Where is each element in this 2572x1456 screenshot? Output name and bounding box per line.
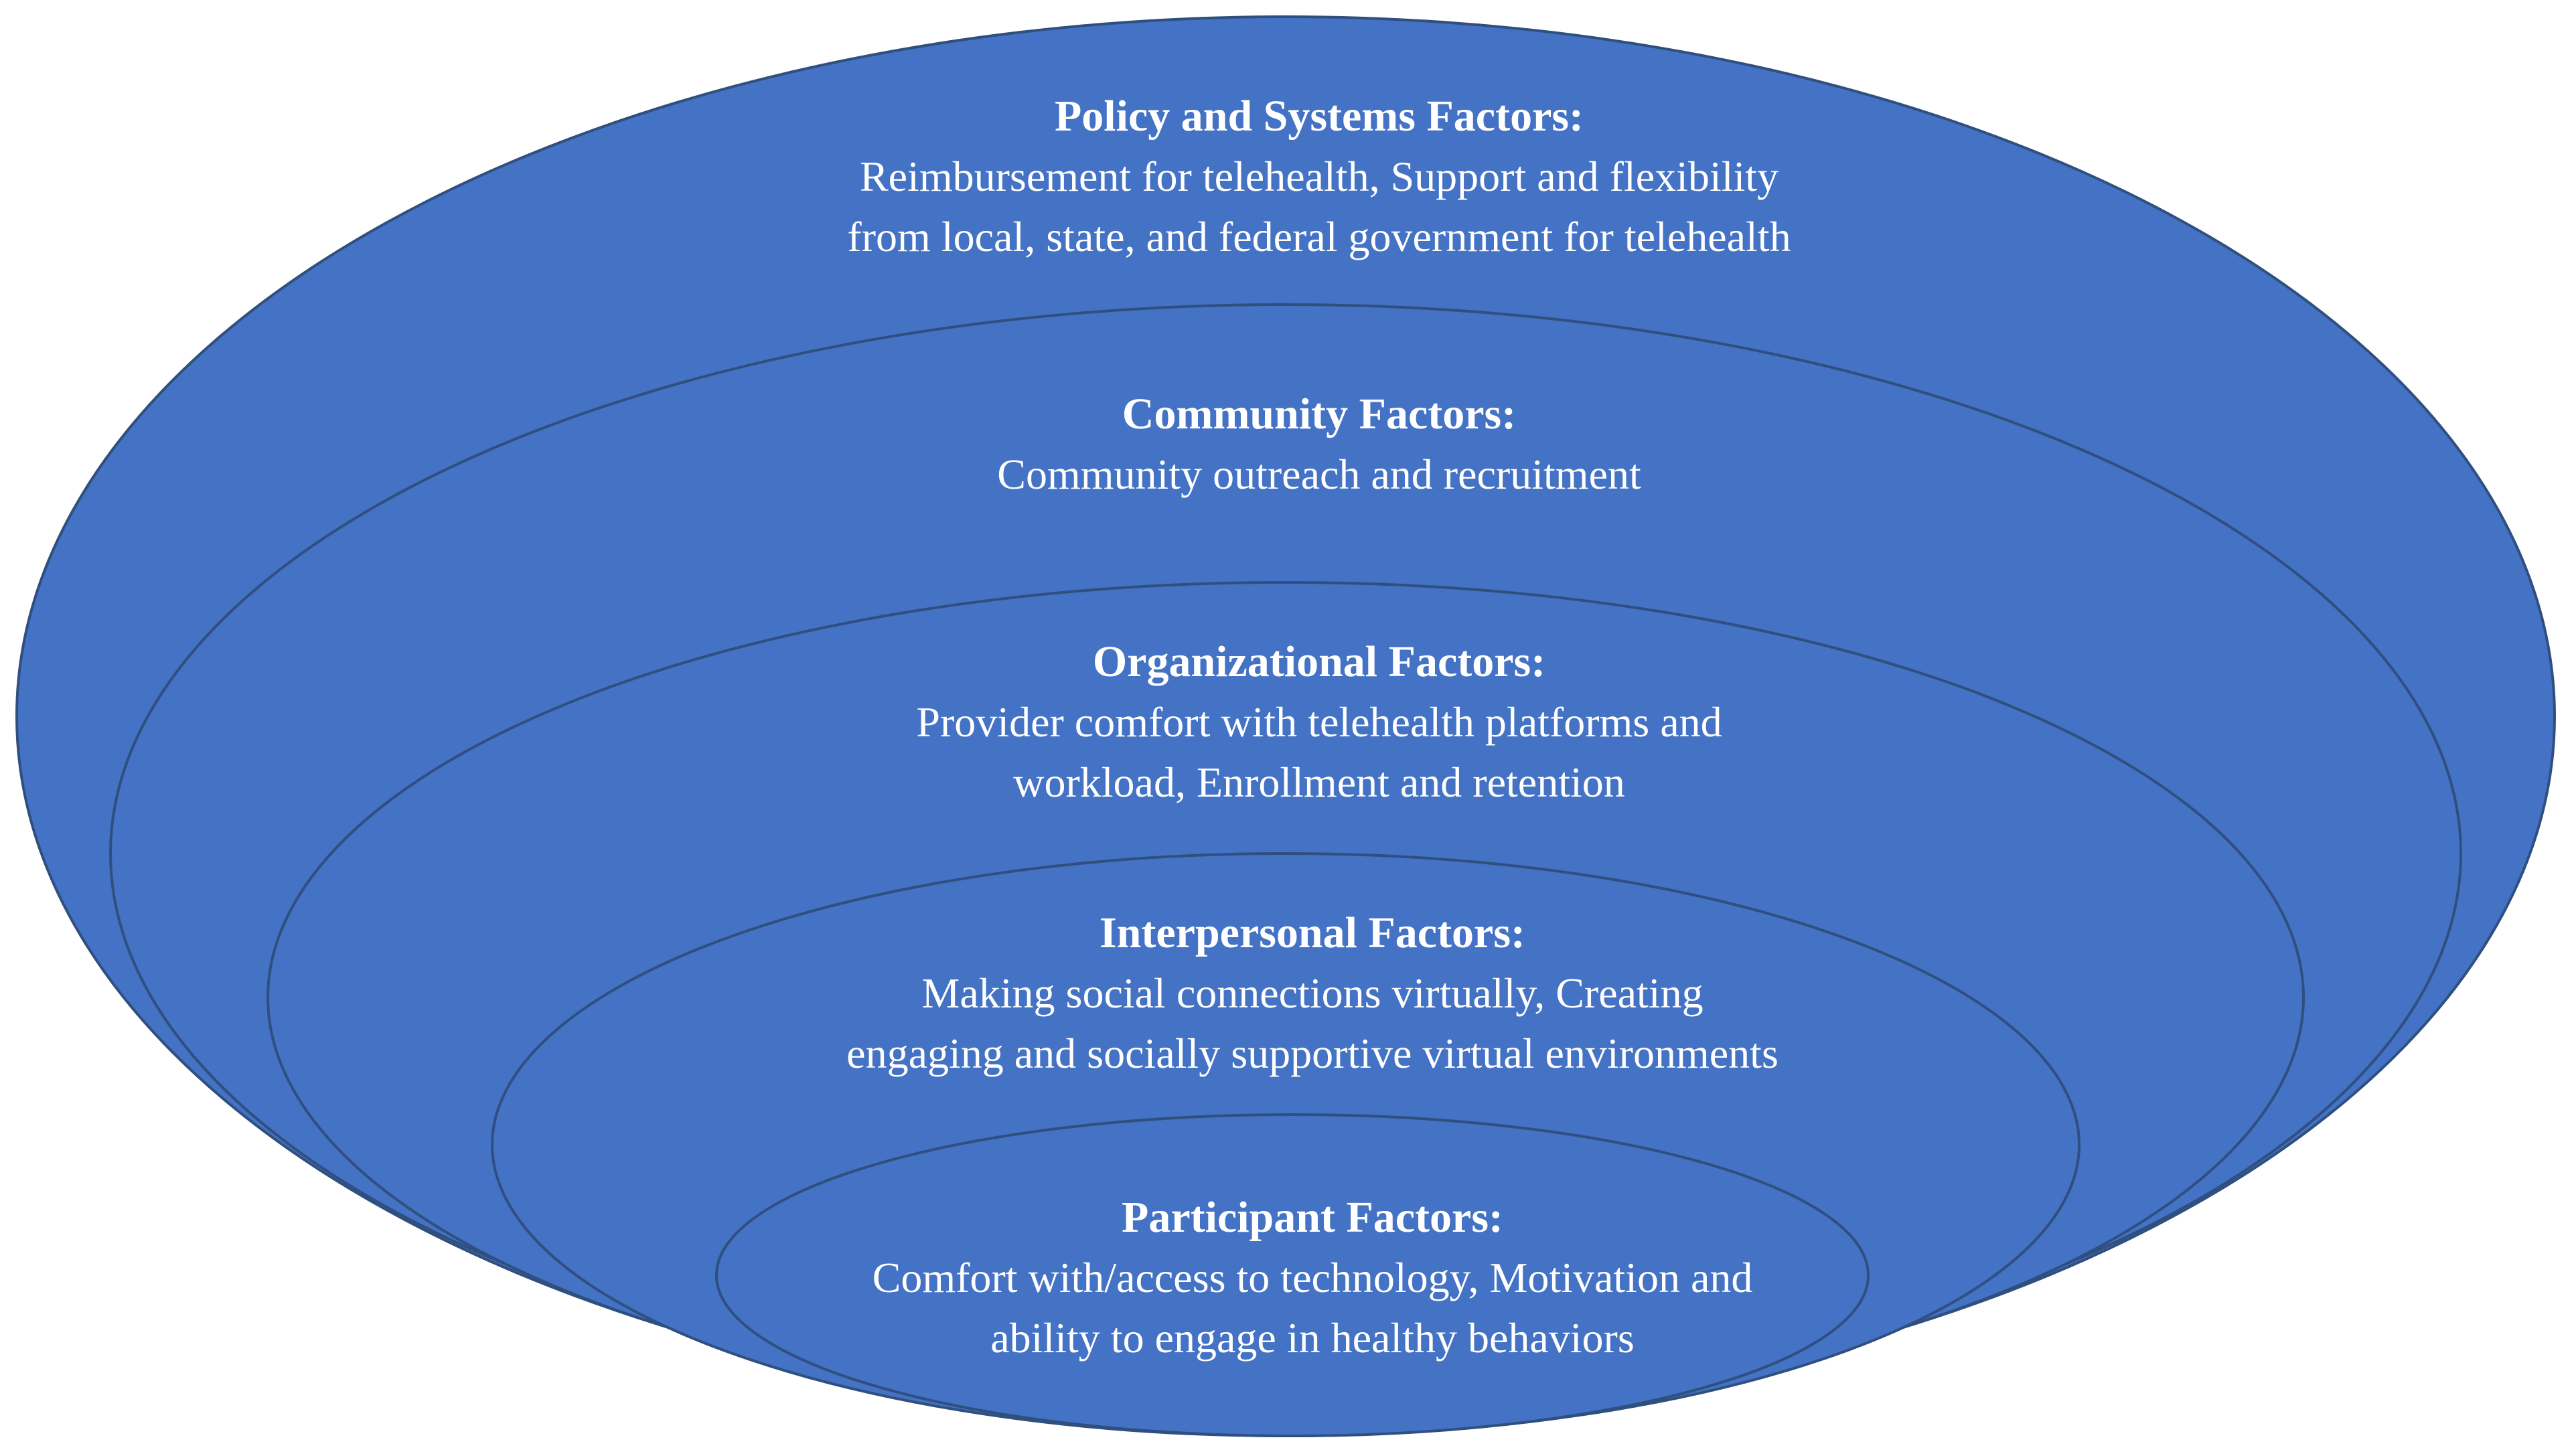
participant-ellipse — [715, 1113, 1870, 1437]
policy-systems-line-1: Reimbursement for telehealth, Support an… — [860, 153, 1779, 200]
participant-title: Participant Factors: — [1122, 1193, 1503, 1242]
participant-line-1: Comfort with/access to technology, Motiv… — [873, 1254, 1753, 1301]
policy-systems-line-2: from local, state, and federal governmen… — [847, 213, 1791, 260]
interpersonal-line-1: Making social connections virtually, Cre… — [921, 969, 1703, 1017]
policy-systems-title: Policy and Systems Factors: — [1055, 92, 1584, 141]
community-title: Community Factors: — [1122, 390, 1516, 438]
participant-line-2: ability to engage in healthy behaviors — [990, 1314, 1635, 1362]
organizational-line-2: workload, Enrollment and retention — [1013, 758, 1625, 806]
community-line-1: Community outreach and recruitment — [997, 451, 1641, 498]
interpersonal-title: Interpersonal Factors: — [1100, 908, 1525, 957]
interpersonal-line-2: engaging and socially supportive virtual… — [846, 1030, 1779, 1077]
organizational-title: Organizational Factors: — [1093, 637, 1545, 686]
participant-layer: Participant Factors: Comfort with/access… — [715, 1113, 1870, 1437]
organizational-line-1: Provider comfort with telehealth platfor… — [916, 698, 1722, 746]
